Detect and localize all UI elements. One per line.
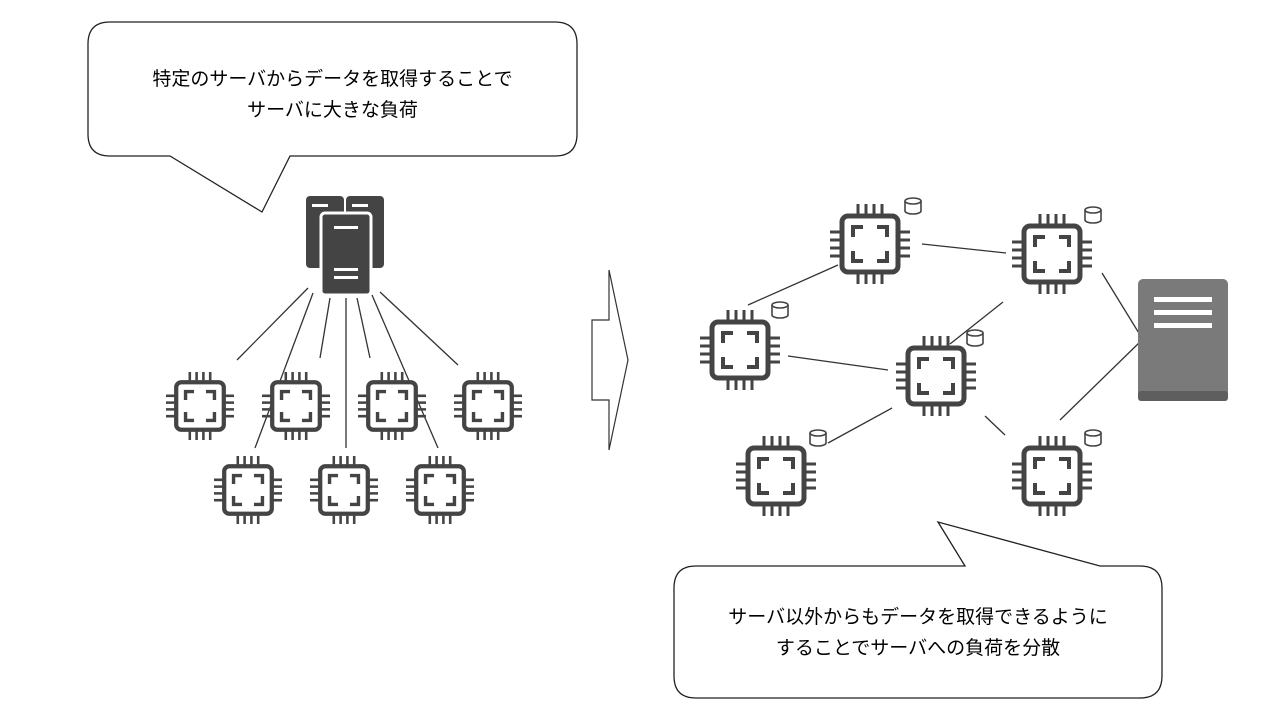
centralized-links: [236, 287, 459, 449]
database-icon: [1084, 206, 1102, 224]
client-chip: [166, 372, 234, 440]
peer-node: [736, 429, 827, 516]
client-chip: [358, 372, 426, 440]
peer-node: [1012, 206, 1102, 294]
callout-bubble-centralized: [87, 21, 578, 213]
database-icon: [771, 301, 789, 319]
callout-centralized-line2: サーバに大きな負荷: [247, 99, 418, 121]
callout-distributed-line1: サーバ以外からもデータを取得できるように: [728, 606, 1108, 628]
database-icon: [904, 197, 922, 215]
peer-node: [700, 301, 789, 390]
peer-node: [1012, 429, 1102, 516]
client-chip: [214, 456, 282, 524]
peer-node: [830, 197, 922, 284]
server-stack-icon: [306, 196, 384, 297]
client-chip: [262, 372, 330, 440]
database-icon: [809, 429, 827, 447]
callout-bubble-distributed: [673, 520, 1163, 699]
callout-text-distributed: サーバ以外からもデータを取得できるように することでサーバへの負荷を分散: [674, 602, 1162, 664]
server-icon: [1138, 279, 1228, 401]
distributed-links: [747, 243, 1146, 444]
client-chip: [454, 372, 522, 440]
callout-distributed-line2: することでサーバへの負荷を分散: [775, 637, 1061, 659]
arrow-right-icon: [591, 269, 629, 451]
peer-node: [896, 329, 984, 416]
client-chip: [310, 456, 378, 524]
client-chip: [406, 456, 474, 524]
callout-text-centralized: 特定のサーバからデータを取得することで サーバに大きな負荷: [88, 64, 577, 126]
database-icon: [1084, 429, 1102, 447]
database-icon: [966, 329, 984, 347]
callout-centralized-line1: 特定のサーバからデータを取得することで: [152, 68, 513, 90]
